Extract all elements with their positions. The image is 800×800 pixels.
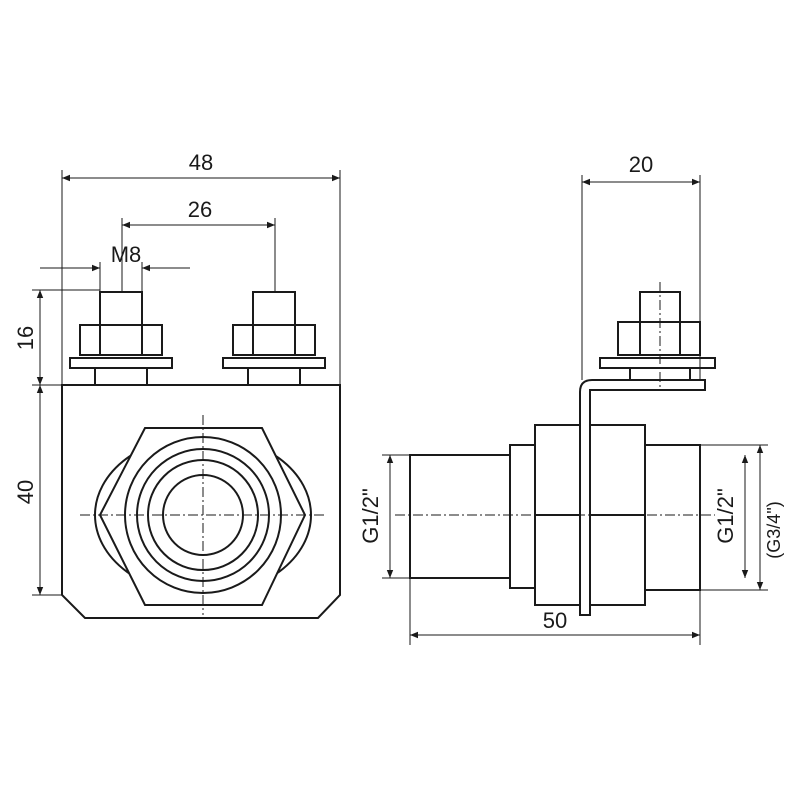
stud-left: [69, 291, 173, 386]
dim-16-label: 16: [13, 326, 38, 350]
dim-26-label: 26: [188, 197, 212, 222]
dim-40-label: 40: [13, 480, 38, 504]
mounting-bracket: [579, 379, 706, 616]
collar: [509, 444, 536, 589]
thread-right: [644, 444, 701, 591]
stud-side: [599, 291, 716, 381]
stud-right: [222, 291, 326, 386]
dim-m8-label: M8: [111, 242, 142, 267]
dim-20-label: 20: [629, 152, 653, 177]
dim-50-label: 50: [543, 608, 567, 633]
thread-right-alt-label: (G3/4"): [764, 501, 784, 558]
thread-right-label: G1/2": [713, 488, 738, 544]
front-view: 48 26 M8 16 40: [13, 150, 341, 619]
dim-48-label: 48: [189, 150, 213, 175]
thread-left: [409, 454, 511, 579]
side-view: 20 50 G1/2" G1/2" (G3/4"): [358, 152, 784, 645]
thread-left-label: G1/2": [358, 488, 383, 544]
